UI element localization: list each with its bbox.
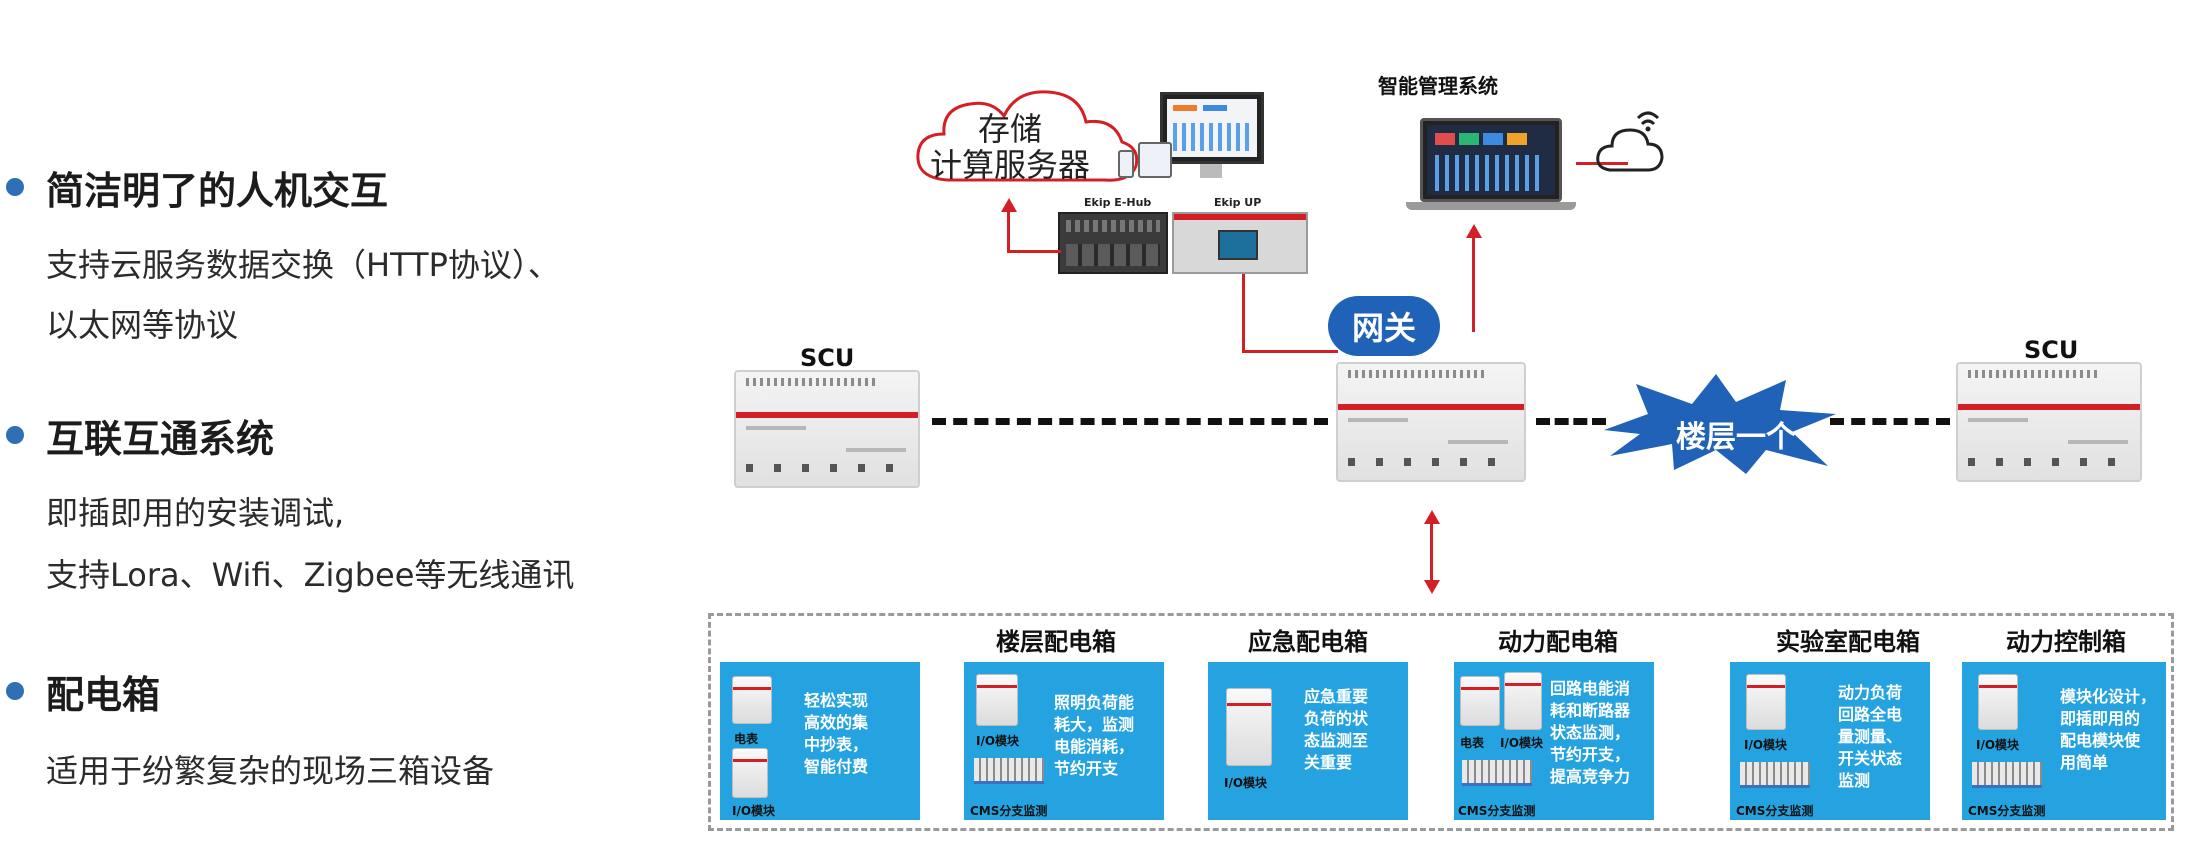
feature-title: 配电箱 [46, 673, 161, 717]
ekip-ehub-label: Ekip E-Hub [1084, 196, 1152, 209]
feature-title: 互联互通系统 [46, 417, 275, 461]
arrow-up-icon [1001, 198, 1017, 212]
dashed-link-right-a [1536, 418, 1606, 425]
gateway-label: 网关 [1328, 296, 1440, 356]
feature-line: 适用于纷繁复杂的现场三箱设备 [46, 752, 495, 790]
module-label: CMS分支监测 [1968, 804, 2046, 818]
io-module [1746, 674, 1786, 730]
server-to-cloud-link-h [1007, 250, 1061, 253]
arrow-down-icon [1424, 580, 1440, 594]
box-description: 动力负荷 回路全电 量测量、 开关状态 监测 [1838, 683, 1903, 790]
cms-module [1740, 762, 1810, 788]
module-label: I/O模块 [732, 804, 776, 818]
feature-line: 即插即用的安装调试, [46, 494, 345, 532]
ekip-up-label: Ekip UP [1214, 196, 1262, 209]
meter-module [1460, 676, 1500, 726]
gateway-to-boxes-link [1430, 520, 1433, 582]
server-to-cloud-link [1007, 212, 1010, 252]
scu-device-left [734, 370, 920, 488]
box-description: 应急重要 负荷的状 态监测至 关重要 [1304, 687, 1369, 772]
distribution-box-power: 电表 I/O模块 CMS分支监测 回路电能消 耗和断路器 状态监测， 节约开支，… [1454, 662, 1654, 820]
box-title: 动力控制箱 [2006, 628, 2126, 656]
arrow-up-icon [1424, 510, 1440, 524]
gateway-device [1336, 362, 1526, 482]
laptop-base [1406, 202, 1576, 210]
feature-line: 以太网等协议 [46, 306, 239, 344]
distribution-box-laboratory: I/O模块 CMS分支监测 动力负荷 回路全电 量测量、 开关状态 监测 [1730, 662, 1930, 820]
distribution-box-floor: I/O模块 CMS分支监测 照明负荷能 耗大，监测 电能消耗， 节约开支 [964, 662, 1164, 820]
phone-display [1118, 150, 1134, 178]
server-to-gateway-link-h [1242, 350, 1338, 353]
cloud-wifi-icon [1596, 111, 1664, 172]
management-system-title: 智能管理系统 [1378, 74, 1498, 98]
cms-module [1972, 762, 2042, 788]
server-to-gateway-link [1242, 274, 1245, 352]
io-module [1978, 674, 2018, 730]
module-label: CMS分支监测 [1458, 804, 1536, 818]
module-label: 电表 [734, 732, 759, 746]
io-module [976, 674, 1018, 726]
scu-label-right: SCU [2024, 336, 2079, 364]
box-title: 实验室配电箱 [1776, 628, 1920, 656]
box-description: 模块化设计， 即插即用的 配电模块使 用简单 [2060, 687, 2157, 772]
io-module [1226, 688, 1272, 766]
feature-line: 支持云服务数据交换（HTTP协议）、 [46, 246, 560, 284]
cloud-label-line1: 存储 [978, 110, 1043, 148]
burst-label: 楼层一个 [1676, 420, 1796, 455]
cloud-label-line2: 计算服务器 [930, 146, 1091, 184]
box-description: 照明负荷能 耗大，监测 电能消耗， 节约开支 [1054, 693, 1135, 778]
device-red-band [1338, 404, 1524, 410]
module-label: I/O模块 [1976, 738, 2020, 752]
io-module [1504, 672, 1542, 730]
device-red-band [1958, 404, 2140, 410]
scu-device-right [1956, 362, 2142, 482]
distribution-box-panel [708, 613, 2174, 831]
feature-line: 支持Lora、Wifi、Zigbee等无线通讯 [46, 556, 575, 594]
dashed-link-right-b [1830, 418, 1950, 425]
module-label: 电表 [1460, 736, 1485, 750]
ekip-ehub-device [1058, 212, 1168, 274]
box-title: 楼层配电箱 [996, 628, 1116, 656]
laptop-to-cloud-link [1576, 162, 1628, 165]
box-description: 回路电能消 耗和断路器 状态监测， 节约开支， 提高竞争力 [1550, 679, 1631, 786]
device-red-band [736, 412, 918, 418]
distribution-box-metering: 电表 I/O模块 轻松实现 高效的集 中抄表， 智能付费 [720, 662, 920, 820]
module-label: I/O模块 [1744, 738, 1788, 752]
bullet-dot [6, 178, 24, 196]
box-description: 轻松实现 高效的集 中抄表， 智能付费 [804, 691, 869, 776]
cms-module [974, 758, 1044, 784]
monitor-stand [1200, 164, 1222, 178]
bullet-dot [6, 682, 24, 700]
cloud-icon [916, 90, 1139, 182]
module-label: CMS分支监测 [1736, 804, 1814, 818]
arrow-up-icon [1466, 224, 1482, 238]
meter-module [732, 676, 772, 724]
gateway-to-system-link [1472, 236, 1475, 332]
module-label: I/O模块 [1224, 776, 1268, 790]
cms-module [1462, 760, 1532, 786]
power-control-box: I/O模块 CMS分支监测 模块化设计， 即插即用的 配电模块使 用简单 [1962, 662, 2166, 820]
dashed-link-left [932, 418, 1328, 425]
module-label: I/O模块 [1500, 736, 1544, 750]
floor-burst-icon [1604, 374, 1836, 474]
module-label: I/O模块 [976, 734, 1020, 748]
tablet-display [1138, 142, 1172, 178]
io-module [732, 748, 768, 798]
box-title: 动力配电箱 [1498, 628, 1618, 656]
ekip-up-device [1172, 212, 1308, 274]
laptop-display [1420, 118, 1562, 202]
feature-title: 简洁明了的人机交互 [46, 169, 389, 213]
monitor-display [1160, 92, 1264, 164]
distribution-box-emergency: I/O模块 应急重要 负荷的状 态监测至 关重要 [1208, 662, 1408, 820]
box-title: 应急配电箱 [1248, 628, 1368, 656]
scu-label-left: SCU [800, 344, 855, 372]
bullet-dot [6, 426, 24, 444]
module-label: CMS分支监测 [970, 804, 1048, 818]
